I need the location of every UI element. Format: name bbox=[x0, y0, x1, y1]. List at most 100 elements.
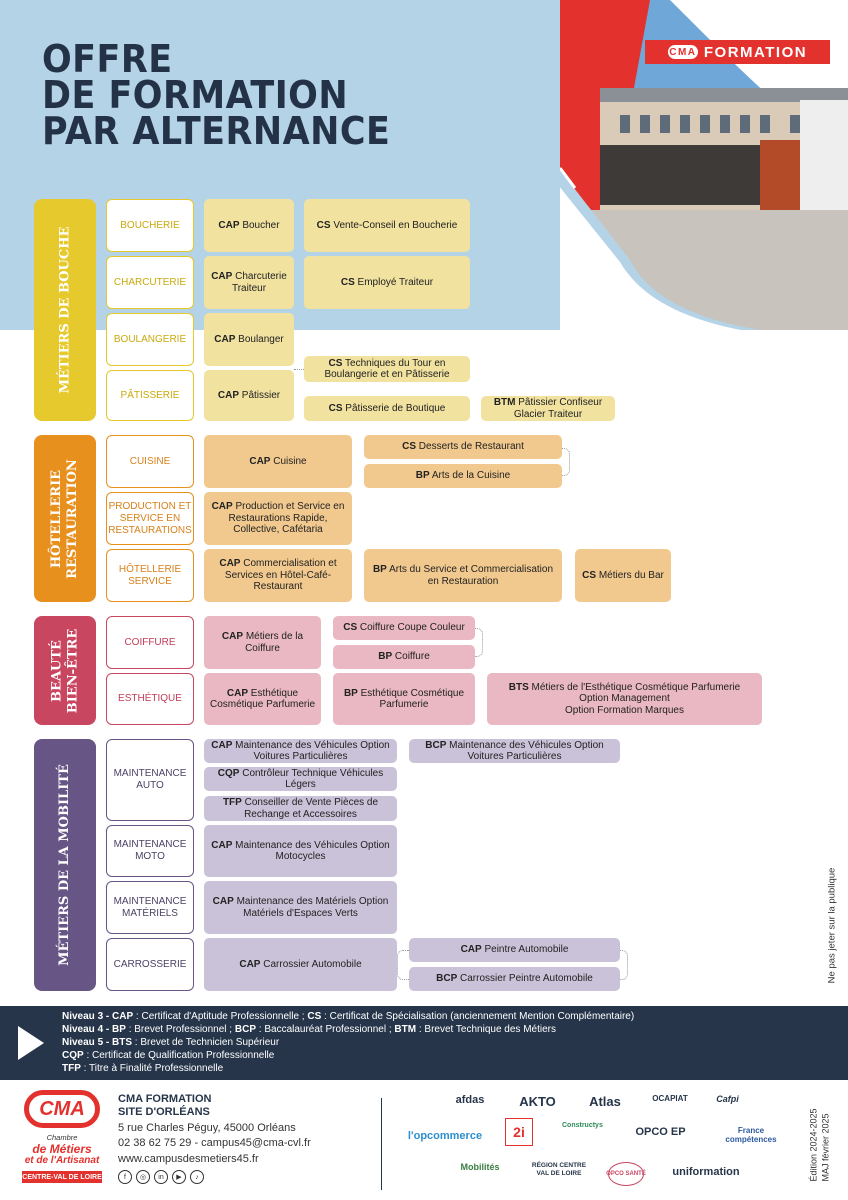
logo-line-2: de Métiers bbox=[32, 1142, 92, 1156]
formation-bcp-carrossier-peintre: BCP Carrossier Peintre Automobile bbox=[409, 967, 620, 991]
arrow-right-icon bbox=[18, 1026, 44, 1060]
category-production-service: PRODUCTION ET SERVICE EN RESTAURATIONS bbox=[106, 492, 194, 545]
formation-cap-boucher: CAP Boucher bbox=[204, 199, 294, 252]
formation-bts-esthetique: BTS Métiers de l'Esthétique Cosmétique P… bbox=[487, 673, 762, 725]
partner-region-centre: RÉGION CENTRE VAL DE LOIRE bbox=[531, 1162, 587, 1177]
instagram-icon[interactable]: ◎ bbox=[136, 1170, 150, 1184]
partner-atlas: Atlas bbox=[589, 1094, 621, 1109]
logo-line-3: et de l'Artisanat bbox=[24, 1155, 100, 1166]
maj-text: MAJ février 2025 bbox=[821, 1113, 831, 1182]
category-patisserie: PÂTISSERIE bbox=[106, 370, 194, 421]
legend-line-4: CQP : Certificat de Qualification Profes… bbox=[62, 1050, 275, 1061]
partner-afdas: afdas bbox=[455, 1094, 485, 1106]
formation-cs-metiers-bar: CS Métiers du Bar bbox=[575, 549, 671, 602]
formation-cap-maintenance-moto: CAP Maintenance des Véhicules Option Mot… bbox=[204, 825, 397, 877]
legend-line-1: Niveau 3 - CAP : Certificat d'Aptitude P… bbox=[62, 1011, 635, 1022]
org-name: CMA FORMATION SITE D'ORLÉANS bbox=[118, 1093, 211, 1119]
connector bbox=[397, 950, 409, 980]
page-title-line-1: OFFRE bbox=[42, 37, 173, 81]
category-coiffure: COIFFURE bbox=[106, 616, 194, 669]
section-label-hotel-2: RESTAURATION bbox=[65, 458, 81, 579]
category-maintenance-moto: MAINTENANCE MOTO bbox=[106, 825, 194, 877]
section-bar-metiers-de-bouche: MÉTIERS DE BOUCHE bbox=[34, 199, 96, 421]
partner-akto: AKTO bbox=[519, 1094, 556, 1109]
partner-uniformation: uniformation bbox=[672, 1166, 740, 1178]
partner-opco-ep: OPCO EP bbox=[635, 1126, 686, 1138]
org-name-1: CMA FORMATION bbox=[118, 1093, 212, 1105]
page-title-line-3: PAR ALTERNANCE bbox=[42, 109, 391, 153]
partner-cafpi: Cafpi bbox=[716, 1094, 739, 1104]
page-title-line-2: DE FORMATION bbox=[42, 73, 349, 117]
formation-cap-carrossier: CAP Carrossier Automobile bbox=[204, 938, 397, 991]
logo-region: CENTRE-VAL DE LOIRE bbox=[22, 1171, 102, 1183]
campus-building-photo bbox=[560, 0, 848, 330]
formation-badge: CMA FORMATION bbox=[645, 40, 830, 64]
formation-cap-coiffure: CAP Métiers de la Coiffure bbox=[204, 616, 321, 669]
category-esthetique: ESTHÉTIQUE bbox=[106, 673, 194, 725]
social-links: f ◎ in ▶ ♪ bbox=[118, 1170, 204, 1184]
side-note-text: Ne pas jeter sur la publique bbox=[826, 867, 838, 983]
formation-btm-patissier: BTM Pâtissier Confiseur Glacier Traiteur bbox=[481, 396, 615, 421]
section-label-hotel-1: HÔTELLERIE bbox=[49, 469, 65, 568]
formation-cap-maintenance-vp: CAP Maintenance des Véhicules Option Voi… bbox=[204, 739, 397, 763]
partner-opco-2i: 2i bbox=[505, 1118, 533, 1146]
edition-text: Édition 2024-2025 bbox=[809, 1108, 819, 1182]
formation-cs-coiffure-coupe-couleur: CS Coiffure Coupe Couleur bbox=[333, 616, 475, 640]
website-link[interactable]: www.campusdesmetiers45.fr bbox=[118, 1153, 259, 1165]
youtube-icon[interactable]: ▶ bbox=[172, 1170, 186, 1184]
connector bbox=[620, 950, 628, 980]
connector bbox=[294, 369, 304, 409]
contact-info[interactable]: 02 38 62 75 29 - campus45@cma-cvl.fr bbox=[118, 1137, 311, 1149]
footer-divider bbox=[381, 1098, 382, 1190]
category-maintenance-materiels: MAINTENANCE MATÉRIELS bbox=[106, 881, 194, 934]
formation-cap-esthetique: CAP Esthétique Cosmétique Parfumerie bbox=[204, 673, 321, 725]
tiktok-icon[interactable]: ♪ bbox=[190, 1170, 204, 1184]
section-label-mobilite: MÉTIERS DE LA MOBILITÉ bbox=[57, 764, 73, 966]
formation-bp-arts-service: BP Arts du Service et Commercialisation … bbox=[364, 549, 562, 602]
connector bbox=[475, 628, 483, 657]
section-label-bouche: MÉTIERS DE BOUCHE bbox=[57, 226, 73, 394]
side-note: Ne pas jeter sur la publique bbox=[822, 850, 842, 1000]
partner-france-competences: France compétences bbox=[725, 1126, 777, 1144]
formation-cap-maintenance-materiels: CAP Maintenance des Matériels Option Mat… bbox=[204, 881, 397, 934]
badge-label: FORMATION bbox=[703, 43, 808, 61]
formation-cs-patisserie-boutique: CS Pâtisserie de Boutique bbox=[304, 396, 470, 421]
formation-bcp-maintenance-vp: BCP Maintenance des Véhicules Option Voi… bbox=[409, 739, 620, 763]
formation-cap-production-service: CAP Production et Service en Restauratio… bbox=[204, 492, 352, 545]
connector bbox=[562, 448, 570, 476]
legend-line-5: TFP : Titre à Finalité Professionnelle bbox=[62, 1063, 224, 1074]
partner-opco-sante: OPCO SANTÉ bbox=[606, 1162, 646, 1186]
cma-logo-mini: CMA bbox=[667, 45, 698, 59]
category-boulangerie: BOULANGERIE bbox=[106, 313, 194, 366]
legend-line-3: Niveau 5 - BTS : Brevet de Technicien Su… bbox=[62, 1037, 280, 1048]
formation-cap-patissier: CAP Pâtissier bbox=[204, 370, 294, 421]
legend-panel bbox=[0, 1006, 848, 1080]
category-cuisine: CUISINE bbox=[106, 435, 194, 488]
formation-cap-peintre: CAP Peintre Automobile bbox=[409, 938, 620, 962]
logo-line-1: Chambre bbox=[46, 1133, 78, 1142]
formation-bp-arts-cuisine: BP Arts de la Cuisine bbox=[364, 464, 562, 488]
formation-cs-desserts: CS Desserts de Restaurant bbox=[364, 435, 562, 459]
category-charcuterie: CHARCUTERIE bbox=[106, 256, 194, 309]
org-name-2: SITE D'ORLÉANS bbox=[118, 1106, 210, 1118]
category-hotellerie-service: HÔTELLERIE SERVICE bbox=[106, 549, 194, 602]
section-label-beaute-2: BIEN-ÊTRE bbox=[65, 628, 80, 713]
cma-logo-mark: CMA bbox=[24, 1090, 100, 1128]
formation-tfp-conseiller: TFP Conseiller de Vente Pièces de Rechan… bbox=[204, 796, 397, 821]
category-boucherie: BOUCHERIE bbox=[106, 199, 194, 252]
section-label-beaute-1: BEAUTÉ bbox=[49, 639, 64, 702]
formation-bp-esthetique: BP Esthétique Cosmétique Parfumerie bbox=[333, 673, 475, 725]
partner-opcommerce: l'opcommerce bbox=[407, 1130, 483, 1142]
facebook-icon[interactable]: f bbox=[118, 1170, 132, 1184]
formation-cap-cuisine: CAP Cuisine bbox=[204, 435, 352, 488]
section-bar-metiers-de-la-mobilite: MÉTIERS DE LA MOBILITÉ bbox=[34, 739, 96, 991]
linkedin-icon[interactable]: in bbox=[154, 1170, 168, 1184]
partner-opco-mobilites: Mobilités bbox=[460, 1162, 500, 1172]
formation-cap-commercialisation: CAP Commercialisation et Services en Hôt… bbox=[204, 549, 352, 602]
formation-cs-techniques-du-tour: CS Techniques du Tour en Boulangerie et … bbox=[304, 356, 470, 382]
cma-logo: CMA Chambre de Métiers et de l'Artisanat… bbox=[18, 1090, 106, 1190]
category-carrosserie: CARROSSERIE bbox=[106, 938, 194, 991]
formation-cs-employe-traiteur: CS Employé Traiteur bbox=[304, 256, 470, 309]
